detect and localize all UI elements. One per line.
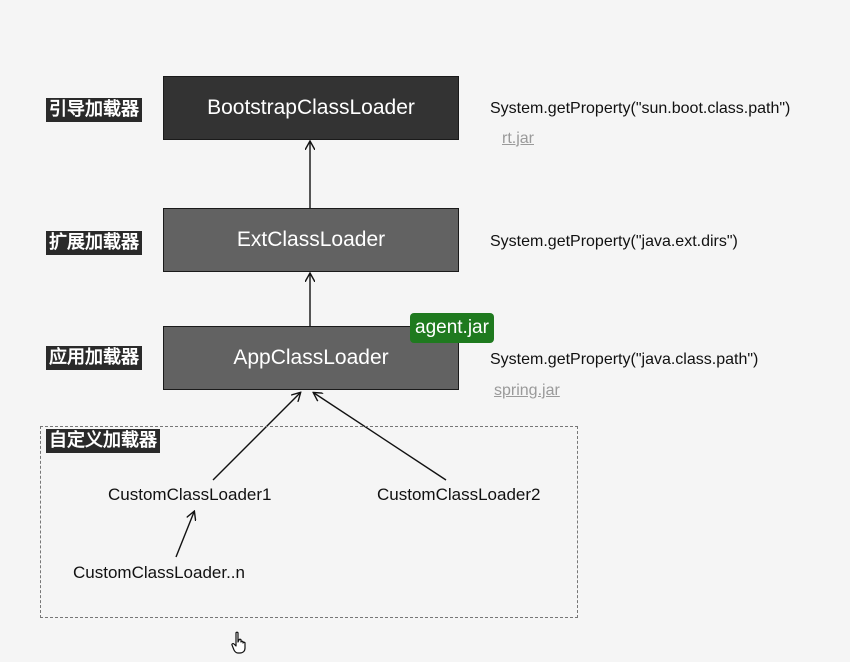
app-classloader-label: AppClassLoader xyxy=(233,346,389,369)
hand-pointer-icon xyxy=(231,631,246,654)
bootstrap-classloader-box: BootstrapClassLoader xyxy=(163,76,459,140)
app-classloader-box: AppClassLoader xyxy=(163,326,459,390)
arrow-custom1-to-app xyxy=(212,393,300,481)
app-property-text: System.getProperty("java.class.path") xyxy=(490,351,759,368)
spring-jar-link[interactable]: spring.jar xyxy=(494,382,560,399)
arrow-customn-to-custom1 xyxy=(175,512,194,558)
custom-loaders-region xyxy=(40,426,578,618)
ext-loader-tag: 扩展加载器 xyxy=(46,231,142,255)
ext-classloader-box: ExtClassLoader xyxy=(163,208,459,272)
arrow-custom2-to-app xyxy=(314,393,447,481)
rt-jar-link[interactable]: rt.jar xyxy=(502,130,534,147)
ext-classloader-label: ExtClassLoader xyxy=(236,228,386,251)
bootstrap-property-text: System.getProperty("sun.boot.class.path"… xyxy=(490,100,791,117)
agent-jar-badge: agent.jar xyxy=(410,313,494,343)
custom-classloader-n: CustomClassLoader..n xyxy=(73,563,245,582)
bootstrap-loader-tag: 引导加载器 xyxy=(46,98,142,122)
custom-loader-tag: 自定义加载器 xyxy=(46,429,160,453)
app-loader-tag: 应用加载器 xyxy=(46,346,142,370)
custom-classloader-2: CustomClassLoader2 xyxy=(377,485,541,504)
custom-classloader-1: CustomClassLoader1 xyxy=(108,485,272,504)
bootstrap-classloader-label: BootstrapClassLoader xyxy=(207,96,415,119)
ext-property-text: System.getProperty("java.ext.dirs") xyxy=(490,233,738,250)
